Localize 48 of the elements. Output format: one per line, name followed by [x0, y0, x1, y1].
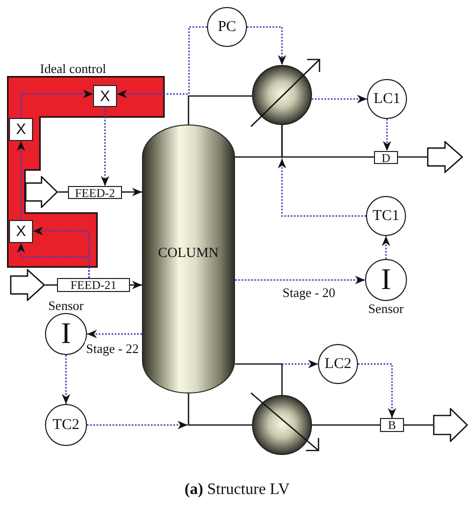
process-arrow: [122, 188, 142, 196]
feed-tag: FEED-2: [68, 186, 122, 199]
feed-tag: FEED-21: [57, 278, 130, 292]
signal-arrow: [16, 141, 26, 220]
edge-label: Stage - 20: [282, 285, 336, 300]
process-line: [398, 156, 427, 158]
product-tag: B: [380, 418, 404, 432]
process-line: [312, 424, 380, 426]
controller-circle: TC2: [45, 404, 87, 446]
column-label: COLUMN: [158, 246, 219, 260]
multiplier-block: X: [93, 85, 117, 107]
process-line: [188, 95, 252, 125]
controller-circle: PC: [207, 7, 247, 47]
instrument-letter: I: [381, 265, 391, 295]
product-tag: D: [374, 151, 398, 164]
signal-arrow: [117, 26, 207, 98]
edge-label: Stage - 22: [85, 341, 140, 356]
signal-arrow: [247, 26, 286, 65]
signal-arrow: [312, 94, 367, 104]
signal-arrow: [382, 236, 390, 259]
signal-arrow: [20, 90, 93, 118]
sensor-label: Sensor: [48, 298, 84, 313]
multiplier-block: X: [9, 220, 33, 243]
figure-caption: (a) Structure LV: [184, 481, 290, 499]
process-line: [58, 191, 68, 193]
signal-arrow: [282, 360, 318, 368]
signal-arrow: [235, 276, 365, 284]
process-line: [404, 424, 433, 426]
signal-arrow: [278, 158, 366, 217]
process-line: [188, 393, 252, 426]
instrument-letter: I: [61, 319, 71, 349]
signal-arrow: [62, 355, 70, 404]
controller-circle: LC1: [367, 79, 407, 119]
controller-circle: LC2: [318, 344, 358, 384]
process-line: [235, 363, 283, 395]
process-arrow: [130, 280, 142, 290]
controller-circle: TC1: [366, 196, 406, 236]
process-line: [45, 284, 57, 286]
signal-arrow: [16, 243, 90, 278]
region-title: Ideal control: [40, 62, 106, 75]
signal-arrow: [382, 119, 392, 151]
signal-arrow: [87, 330, 142, 338]
signal-arrow: [87, 420, 188, 430]
multiplier-block: X: [9, 118, 33, 141]
process-line: [235, 125, 283, 158]
sensor-label: Sensor: [368, 300, 404, 316]
signal-arrow: [100, 107, 110, 186]
signal-arrow: [358, 363, 396, 418]
